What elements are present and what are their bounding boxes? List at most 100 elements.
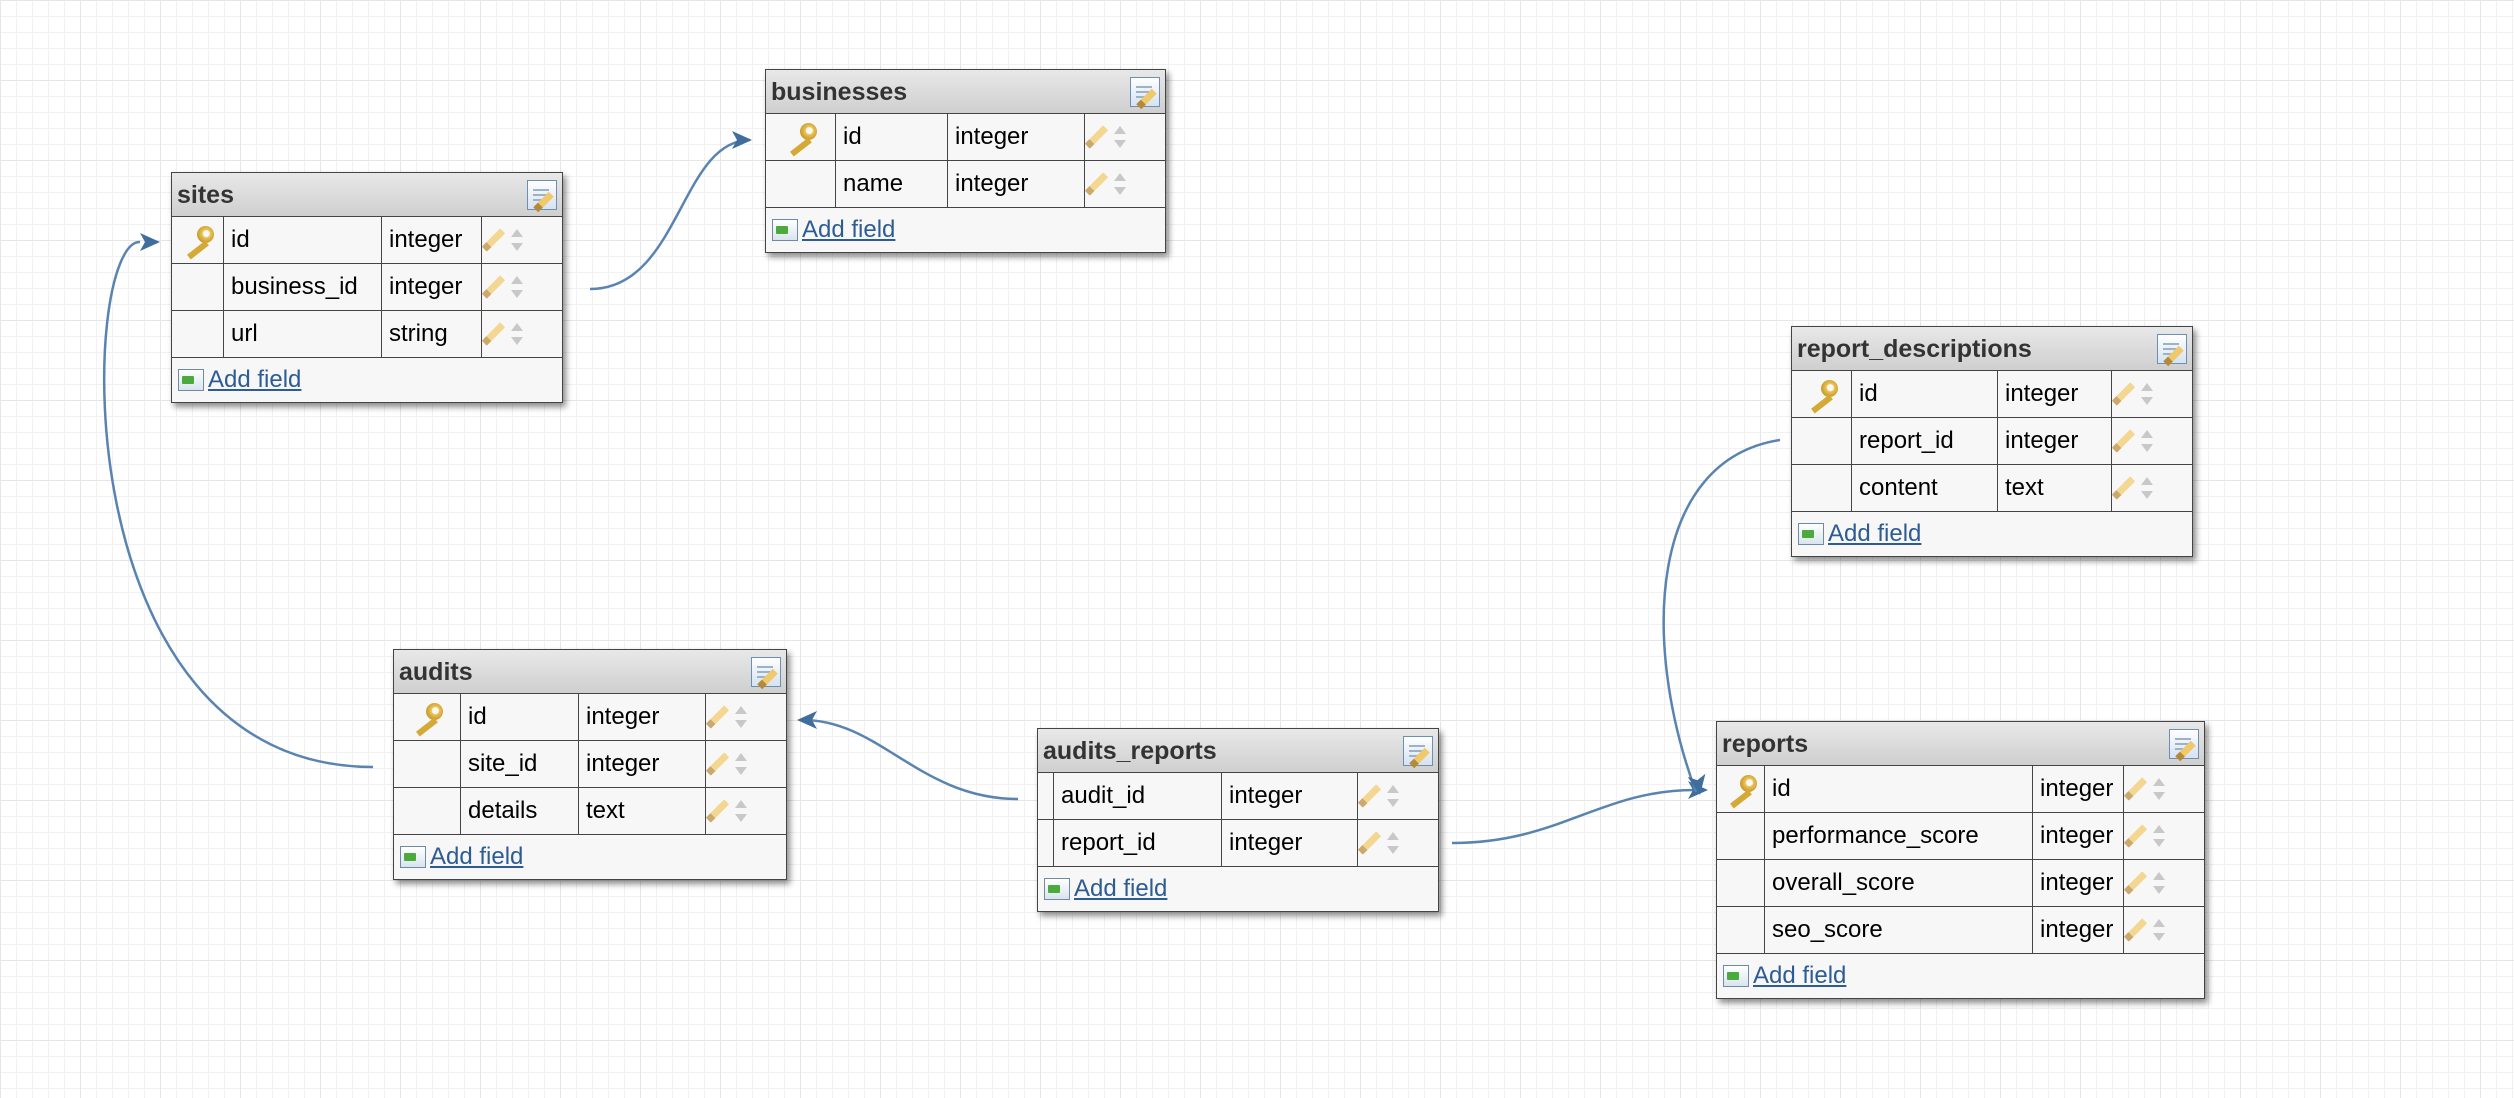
field-type[interactable]: integer bbox=[579, 741, 706, 787]
pencil-icon[interactable] bbox=[2124, 824, 2148, 848]
edit-table-icon[interactable] bbox=[1130, 77, 1160, 107]
table-header[interactable]: report_descriptions bbox=[1792, 327, 2192, 371]
pencil-icon[interactable] bbox=[2112, 476, 2136, 500]
pencil-icon[interactable] bbox=[1085, 172, 1109, 196]
table-header[interactable]: businesses bbox=[766, 70, 1165, 114]
pencil-icon[interactable] bbox=[2112, 429, 2136, 453]
add-field-icon[interactable] bbox=[1723, 965, 1749, 987]
move-updown-icon[interactable] bbox=[1385, 783, 1401, 809]
field-name[interactable]: id bbox=[1852, 371, 1998, 417]
pencil-icon[interactable] bbox=[2124, 871, 2148, 895]
field-name[interactable]: report_id bbox=[1852, 418, 1998, 464]
pencil-icon[interactable] bbox=[1358, 831, 1382, 855]
pencil-icon[interactable] bbox=[706, 799, 730, 823]
pencil-icon[interactable] bbox=[1085, 125, 1109, 149]
add-field-link[interactable]: Add field bbox=[430, 843, 524, 870]
field-type[interactable]: integer bbox=[579, 694, 706, 740]
pencil-icon[interactable] bbox=[706, 752, 730, 776]
field-name[interactable]: site_id bbox=[461, 741, 579, 787]
move-updown-icon[interactable] bbox=[733, 751, 749, 777]
add-field-link[interactable]: Add field bbox=[802, 216, 896, 243]
field-name[interactable]: id bbox=[1765, 766, 2033, 812]
field-type[interactable]: integer bbox=[2033, 813, 2124, 859]
field-type[interactable]: text bbox=[579, 788, 706, 834]
field-name[interactable]: id bbox=[836, 114, 948, 160]
field-type[interactable]: integer bbox=[1222, 773, 1358, 819]
move-updown-icon[interactable] bbox=[2151, 823, 2167, 849]
add-field-icon[interactable] bbox=[1044, 878, 1070, 900]
add-field-icon[interactable] bbox=[772, 219, 798, 241]
field-type[interactable]: integer bbox=[2033, 907, 2124, 953]
pencil-icon[interactable] bbox=[2124, 918, 2148, 942]
move-updown-icon[interactable] bbox=[2151, 870, 2167, 896]
move-updown-icon[interactable] bbox=[1112, 171, 1128, 197]
move-updown-icon[interactable] bbox=[509, 227, 525, 253]
field-type[interactable]: integer bbox=[382, 264, 482, 310]
field-type[interactable]: integer bbox=[382, 217, 482, 263]
move-updown-icon[interactable] bbox=[1112, 124, 1128, 150]
pencil-icon[interactable] bbox=[2112, 382, 2136, 406]
field-type[interactable]: string bbox=[382, 311, 482, 357]
field-name[interactable]: id bbox=[461, 694, 579, 740]
move-updown-icon[interactable] bbox=[2139, 428, 2155, 454]
field-name[interactable]: name bbox=[836, 161, 948, 207]
field-name[interactable]: url bbox=[224, 311, 382, 357]
pencil-icon[interactable] bbox=[482, 322, 506, 346]
field-name[interactable]: business_id bbox=[224, 264, 382, 310]
move-updown-icon[interactable] bbox=[2151, 776, 2167, 802]
pencil-icon[interactable] bbox=[706, 705, 730, 729]
edit-table-icon[interactable] bbox=[1403, 736, 1433, 766]
table-header[interactable]: audits_reports bbox=[1038, 729, 1438, 773]
add-field-link[interactable]: Add field bbox=[1074, 875, 1168, 902]
pencil-icon[interactable] bbox=[2124, 777, 2148, 801]
move-updown-icon[interactable] bbox=[1385, 830, 1401, 856]
edit-table-icon[interactable] bbox=[751, 657, 781, 687]
move-updown-icon[interactable] bbox=[509, 321, 525, 347]
pencil-icon[interactable] bbox=[482, 275, 506, 299]
add-field-icon[interactable] bbox=[400, 846, 426, 868]
edit-table-icon[interactable] bbox=[2157, 334, 2187, 364]
pencil-icon[interactable] bbox=[1358, 784, 1382, 808]
field-name[interactable]: audit_id bbox=[1054, 773, 1222, 819]
add-field-link[interactable]: Add field bbox=[1828, 520, 1922, 547]
field-type[interactable]: text bbox=[1998, 465, 2112, 511]
field-type[interactable]: integer bbox=[1998, 371, 2112, 417]
field-type[interactable]: integer bbox=[1998, 418, 2112, 464]
edit-table-icon[interactable] bbox=[527, 180, 557, 210]
field-type[interactable]: integer bbox=[1222, 820, 1358, 866]
add-field-link[interactable]: Add field bbox=[1753, 962, 1847, 989]
move-updown-icon[interactable] bbox=[733, 798, 749, 824]
field-name[interactable]: overall_score bbox=[1765, 860, 2033, 906]
move-updown-icon[interactable] bbox=[733, 704, 749, 730]
field-name[interactable]: content bbox=[1852, 465, 1998, 511]
add-field-icon[interactable] bbox=[1798, 523, 1824, 545]
table-header[interactable]: reports bbox=[1717, 722, 2204, 766]
field-type[interactable]: integer bbox=[948, 161, 1085, 207]
field-type[interactable]: integer bbox=[2033, 860, 2124, 906]
edit-table-icon[interactable] bbox=[2169, 729, 2199, 759]
add-field-link[interactable]: Add field bbox=[208, 366, 302, 393]
field-name[interactable]: details bbox=[461, 788, 579, 834]
move-updown-icon[interactable] bbox=[2151, 917, 2167, 943]
field-name[interactable]: performance_score bbox=[1765, 813, 2033, 859]
move-updown-icon[interactable] bbox=[2139, 381, 2155, 407]
field-type[interactable]: integer bbox=[2033, 766, 2124, 812]
